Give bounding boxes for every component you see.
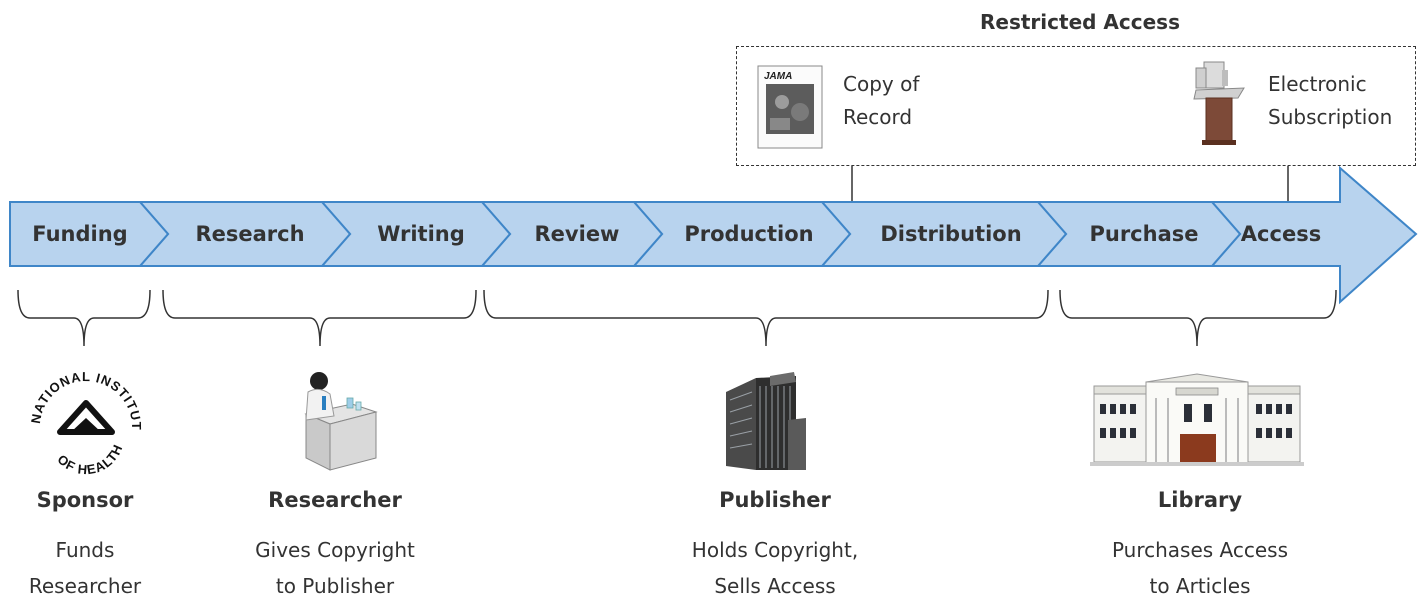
svg-text:OF HEALTH: OF HEALTH <box>54 442 125 478</box>
computer-terminal-icon <box>1193 61 1245 145</box>
role-researcher: Researcher Gives Copyright to Publisher <box>220 488 450 604</box>
stage-distribution: Distribution <box>880 222 1022 246</box>
publisher-building-icon <box>726 372 806 470</box>
brace-sponsor <box>17 289 151 347</box>
role-description: Purchases Access to Articles <box>1111 538 1289 598</box>
role-title: Library <box>1157 488 1243 512</box>
electronic-subscription-label: Electronic Subscription <box>1268 72 1393 129</box>
stage-access: Access <box>1240 222 1322 246</box>
role-title: Sponsor <box>36 488 134 512</box>
restricted-access-title: Restricted Access <box>980 10 1180 34</box>
stage-research: Research <box>195 222 305 246</box>
stage-arrow-funding <box>9 201 170 267</box>
role-publisher: Publisher Holds Copyright, Sells Access <box>650 488 900 604</box>
role-description: Holds Copyright, Sells Access <box>691 538 859 598</box>
role-title: Researcher <box>268 488 402 512</box>
role-library: Library Purchases Access to Articles <box>1070 488 1330 604</box>
brace-researcher <box>162 289 477 347</box>
role-title: Publisher <box>719 488 831 512</box>
brace-library <box>1059 289 1337 347</box>
role-description: Funds Researcher <box>28 538 142 598</box>
role-description: Gives Copyright to Publisher <box>255 538 415 598</box>
restricted-access-box <box>736 46 1416 166</box>
journal-icon: JAMA <box>757 65 823 149</box>
brace-publisher <box>483 289 1049 347</box>
stage-production: Production <box>684 222 814 246</box>
copy-of-record-label: Copy of Record <box>843 72 920 129</box>
stage-funding: Funding <box>32 222 128 246</box>
stage-purchase: Purchase <box>1089 222 1199 246</box>
journal-name-text: JAMA <box>764 71 792 82</box>
researcher-icon <box>304 372 378 471</box>
library-building-icon <box>1090 373 1304 466</box>
stage-writing: Writing <box>377 222 465 246</box>
stage-review: Review <box>534 222 620 246</box>
role-sponsor: Sponsor Funds Researcher <box>0 488 170 604</box>
